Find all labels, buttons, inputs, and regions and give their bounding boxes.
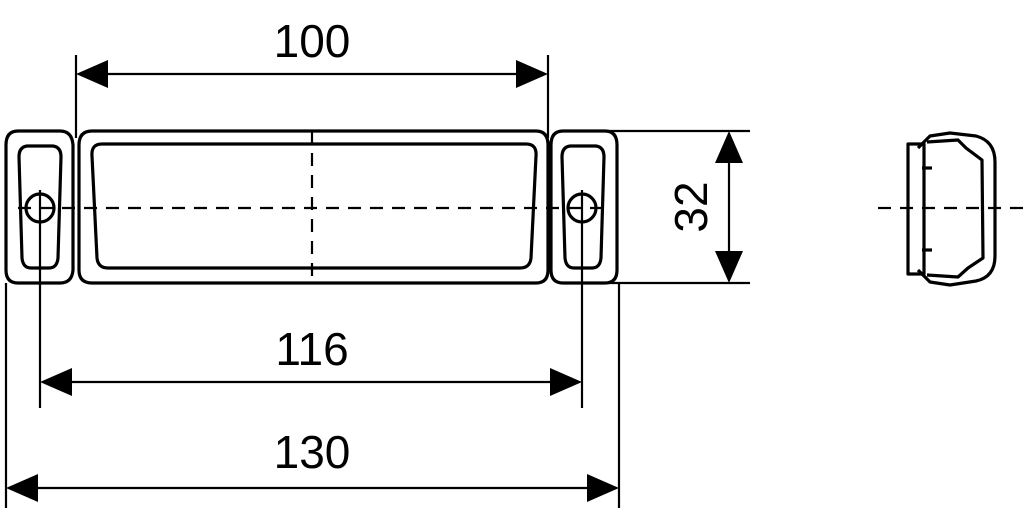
arrowhead-right <box>550 368 582 396</box>
dimension-label-130: 130 <box>274 426 351 478</box>
dimension-32: 32 <box>608 129 750 285</box>
dimension-100: 100 <box>74 15 550 138</box>
arrowhead-top <box>715 131 743 163</box>
arrowhead-left <box>76 60 108 88</box>
side-view <box>878 131 1030 287</box>
arrowhead-left <box>6 474 38 502</box>
arrowhead-left <box>40 368 72 396</box>
arrowhead-right <box>516 60 548 88</box>
front-view <box>4 129 619 285</box>
arrowhead-bottom <box>715 251 743 283</box>
dimension-label-32: 32 <box>665 181 717 232</box>
dimension-116: 116 <box>38 190 584 408</box>
dimension-label-116: 116 <box>275 323 348 375</box>
side-view-inner-lens <box>926 138 985 279</box>
dimension-label-100: 100 <box>274 15 351 67</box>
lamp-body <box>77 129 550 285</box>
arrowhead-right <box>587 474 619 502</box>
right-mounting-ear <box>549 129 619 285</box>
dimension-130: 130 <box>4 283 621 508</box>
